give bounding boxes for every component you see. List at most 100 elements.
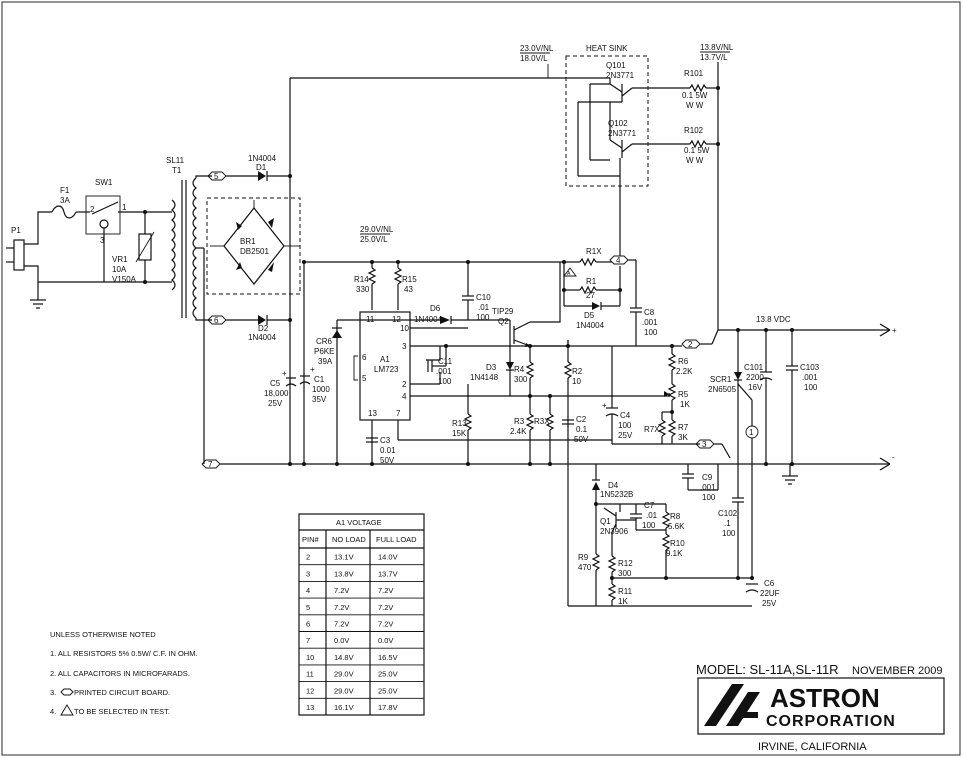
br1-part: DB2501 xyxy=(240,247,269,256)
table-cell: 29.0V xyxy=(334,670,354,679)
r2-value: 10 xyxy=(572,377,581,386)
resistor-r3: R3 2.4K R3X xyxy=(510,394,555,464)
title-block: MODEL: SL-11A,SL-11R NOVEMBER 2009 ASTRO… xyxy=(696,662,945,753)
d3-part: 1N4148 xyxy=(470,373,499,382)
table-cell: 14.0V xyxy=(378,553,398,562)
overvoltage-sense: D4 1N5232B R8 5.6K R10 9.1K C7 .01 100 Q… xyxy=(568,464,780,608)
table-cell: 6 xyxy=(306,620,310,629)
regulator-a1: 11 12 10 3 6 5 2 4 13 7 A1 LM723 xyxy=(353,311,670,464)
d1-part: 1N4004 xyxy=(248,154,277,163)
r12-value: 300 xyxy=(618,569,632,578)
corporation-text: CORPORATION xyxy=(766,713,896,730)
cap-c11: C11 .001 100 xyxy=(426,346,453,386)
c4-label: C4 xyxy=(620,411,631,420)
cap-c9: C9 .001 100 xyxy=(682,464,719,502)
d2-part: 1N4004 xyxy=(248,333,277,342)
c4-volt: 25V xyxy=(618,431,633,440)
output-minus: - xyxy=(892,453,895,462)
c5-label: C5 xyxy=(270,379,281,388)
v25-label: 25.0V/L xyxy=(360,235,388,244)
r13-value: 15K xyxy=(452,429,467,438)
cr6-label: CR6 xyxy=(316,337,333,346)
note-1: 1. ALL RESISTORS 5% 0.5W/ C.F. IN OHM. xyxy=(50,649,198,658)
r3x-label: R3X xyxy=(534,417,550,426)
diode-d3: D3 1N4148 xyxy=(470,346,514,396)
c7-label: C7 xyxy=(644,501,655,510)
d1-label: D1 xyxy=(256,163,267,172)
table-cell: 10 xyxy=(306,653,314,662)
c10-volt: 100 xyxy=(476,313,490,322)
table-cell: 7.2V xyxy=(378,620,393,629)
c8-volt: 100 xyxy=(644,328,658,337)
c103-value: .001 xyxy=(802,373,818,382)
r1-label: R1 xyxy=(586,277,597,286)
a1-label: A1 xyxy=(380,355,390,364)
r4-value: 300 xyxy=(514,375,528,384)
node-7: 7 xyxy=(208,460,213,469)
table-header-noload: NO LOAD xyxy=(332,535,366,544)
c102-label: C102 xyxy=(718,509,738,518)
c101-value: 2200 xyxy=(746,373,764,382)
city-text: IRVINE, CALIFORNIA xyxy=(758,741,867,753)
cr6-part1: P6KE xyxy=(314,347,334,356)
r2-label: R2 xyxy=(572,367,583,376)
d3-label: D3 xyxy=(486,363,497,372)
r5-label: R5 xyxy=(678,390,689,399)
a1-part: LM723 xyxy=(374,365,399,374)
plug-p1-symbol xyxy=(13,239,25,271)
r11-value: 1K xyxy=(618,597,628,606)
transformer-t1: SL11 T1 xyxy=(166,156,212,464)
current-sense-network: R1X A R1 27 D5 1N4004 xyxy=(562,247,622,330)
output-section: 2 13.8 VDC + - xyxy=(612,315,897,485)
r9-value: 470 xyxy=(578,563,592,572)
v18-label: 18.0V/L xyxy=(520,54,548,63)
switch-sw1-symbol xyxy=(85,195,121,235)
c101-volt: 16V xyxy=(748,383,763,392)
r10-label: R10 xyxy=(670,539,685,548)
model-text: MODEL: SL-11A,SL-11R xyxy=(696,662,839,677)
node-4: 4 xyxy=(616,256,621,265)
bridge-br1: BR1 DB2501 xyxy=(206,197,301,295)
c4-plus: + xyxy=(602,401,607,410)
r7-value: 3K xyxy=(678,433,688,442)
cap-c10: C10 .01 100 xyxy=(462,262,491,322)
table-cell: 4 xyxy=(306,586,310,595)
f1-label: F1 xyxy=(60,186,70,195)
r1-value: 27 xyxy=(586,291,595,300)
a1-pin-7: 7 xyxy=(396,409,401,418)
crowbar-scr1: SCR1 2N6505 1 xyxy=(708,330,759,578)
c11-label: C11 xyxy=(438,357,453,366)
q1-label: Q1 xyxy=(600,517,611,526)
sw-terminal-2: 2 xyxy=(90,205,95,214)
c1-label: C1 xyxy=(314,375,325,384)
c1-volt: 35V xyxy=(312,395,327,404)
table-cell: 13.1V xyxy=(334,553,354,562)
q2-label: Q2 xyxy=(498,317,509,326)
c11-volt: 100 xyxy=(438,377,452,386)
f1-value: 3A xyxy=(60,196,70,205)
r15-label: R15 xyxy=(402,275,417,284)
note-4-num: 4. xyxy=(50,707,56,716)
sw-terminal-3: 3 xyxy=(100,236,105,245)
r102-type: W W xyxy=(686,156,704,165)
node-3-symbol xyxy=(695,439,715,449)
transistor-q2: TIP29 Q2 xyxy=(492,262,569,348)
r101-label: R101 xyxy=(684,69,704,78)
heat-sink: HEAT SINK 23.0V/NL 18.0V/L Q101 2N3771 Q… xyxy=(520,44,690,256)
table-cell: 13.8V xyxy=(334,569,354,578)
scr1-part: 2N6505 xyxy=(708,385,737,394)
input-section: P1 F1 3A SW1 2 1 3 VR1 10A V150A xyxy=(6,178,172,309)
cap-c4: + C4 100 25V xyxy=(602,346,633,444)
v29-label: 29.0V/NL xyxy=(360,225,394,234)
table-cell: 16.1V xyxy=(334,703,354,712)
r14-value: 330 xyxy=(356,285,370,294)
filter-caps: + C5 18,000 25V + C1 1000 35V xyxy=(264,365,330,408)
c101-label: C101 xyxy=(744,363,764,372)
table-cell: 7.2V xyxy=(334,620,349,629)
output-plus: + xyxy=(892,326,897,335)
note-3: PRINTED CIRCUIT BOARD. xyxy=(74,688,170,697)
c3-volt: 50V xyxy=(380,456,395,465)
r12-label: R12 xyxy=(618,559,633,568)
table-cell: 7.2V xyxy=(334,586,349,595)
